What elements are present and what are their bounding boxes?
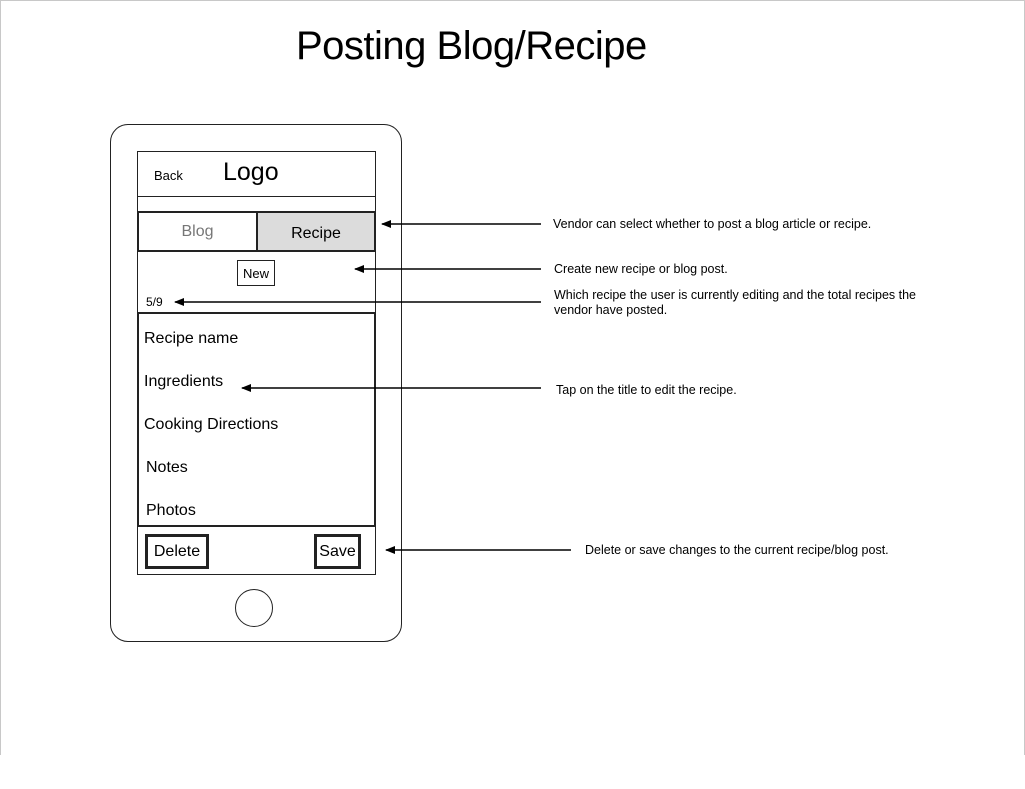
list-item-cooking-directions[interactable]: Cooking Directions <box>144 416 279 433</box>
recipe-counter: 5/9 <box>146 295 163 309</box>
annotation-new: Create new recipe or blog post. <box>554 262 728 276</box>
list-item-ingredients[interactable]: Ingredients <box>144 373 224 390</box>
page-title: Posting Blog/Recipe <box>296 24 647 68</box>
back-button[interactable]: Back <box>154 168 183 183</box>
phone-outline <box>110 124 402 642</box>
annotation-edit: Tap on the title to edit the recipe. <box>556 383 737 397</box>
annotation-counter: Which recipe the user is currently editi… <box>554 288 916 317</box>
annotation-tabs: Vendor can select whether to post a blog… <box>553 217 872 231</box>
logo: Logo <box>223 158 279 186</box>
list-item-photos[interactable]: Photos <box>146 502 196 519</box>
new-button[interactable]: New <box>237 260 275 286</box>
tab-recipe[interactable]: Recipe <box>256 211 376 252</box>
list-item-notes[interactable]: Notes <box>146 459 188 476</box>
delete-button[interactable]: Delete <box>145 534 209 569</box>
annotation-delete-save: Delete or save changes to the current re… <box>585 543 889 557</box>
list-item-recipe-name[interactable]: Recipe name <box>144 330 239 347</box>
recipe-field-list <box>137 312 376 527</box>
save-button[interactable]: Save <box>314 534 361 569</box>
tab-blog[interactable]: Blog <box>137 211 256 252</box>
header-divider <box>137 196 376 197</box>
home-button[interactable] <box>235 589 273 627</box>
